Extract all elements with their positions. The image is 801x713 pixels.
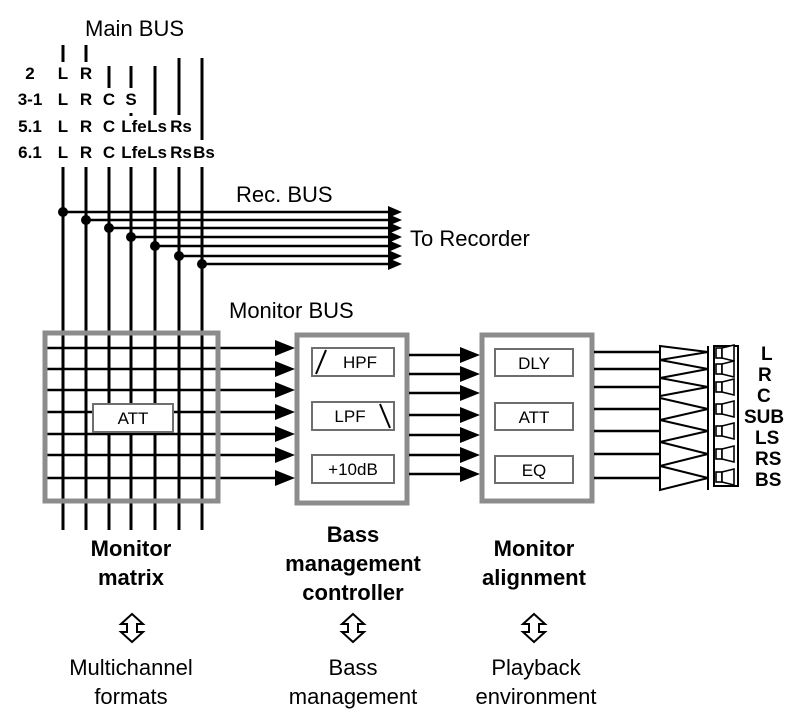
speaker-icon	[721, 343, 735, 363]
amplifier-edges	[659, 346, 709, 490]
alignment-att-label: ATT	[519, 408, 550, 427]
channel-label: Rs	[170, 117, 192, 136]
monitor-bus-title: Monitor BUS	[229, 298, 354, 323]
channel-label: L	[58, 64, 68, 83]
monitor-alignment-title-line1: Monitor	[494, 536, 575, 561]
speaker-icon	[721, 421, 735, 441]
dly-label: DLY	[518, 354, 550, 373]
channel-label: Ls	[147, 117, 167, 136]
lpf-label: LPF	[334, 407, 365, 426]
matrix-role-line1: Multichannel	[69, 655, 193, 680]
bass-role-line2: management	[289, 684, 417, 709]
output-label: LS	[755, 428, 779, 449]
speaker-icon	[721, 377, 735, 397]
monitor-matrix-title-line1: Monitor	[91, 536, 172, 561]
channel-label: Ls	[147, 143, 167, 162]
speaker-icon	[715, 425, 723, 437]
bass-input-arrows	[275, 340, 295, 486]
to-recorder-label: To Recorder	[410, 226, 530, 251]
speaker-icon	[715, 471, 723, 483]
channel-label: Lfe	[121, 117, 147, 136]
channel-label: R	[80, 143, 92, 162]
format-label: 3-1	[18, 90, 43, 109]
alignment-role-line2: environment	[475, 684, 596, 709]
output-label: R	[758, 365, 772, 386]
bass-role-line1: Bass	[329, 655, 378, 680]
output-label: L	[761, 344, 773, 365]
mid-lines	[409, 353, 460, 476]
output-labels: L R C SUB LS RS BS	[744, 344, 784, 491]
gain-box	[311, 454, 395, 484]
matrix-att-label: ATT	[118, 409, 149, 428]
channel-label: C	[103, 90, 115, 109]
channel-label: R	[80, 90, 92, 109]
gain-label: +10dB	[328, 460, 378, 479]
output-lines	[594, 350, 660, 480]
channel-label: R	[80, 117, 92, 136]
channel-label: R	[80, 64, 92, 83]
output-label: C	[757, 386, 771, 407]
main-bus-title: Main BUS	[85, 16, 184, 41]
channel-label: Lfe	[121, 143, 147, 162]
channel-label: C	[103, 117, 115, 136]
output-label: BS	[755, 470, 781, 491]
hpf-label: HPF	[343, 353, 377, 372]
speaker-icon	[715, 363, 723, 375]
bass-controller-title-line2: management	[285, 551, 421, 576]
format-label: 5.1	[18, 117, 42, 136]
monitor-matrix-title-line2: matrix	[98, 565, 165, 590]
alignment-input-arrows	[460, 347, 480, 482]
hpf-slope-icon	[315, 349, 327, 375]
speaker-icon	[721, 467, 735, 487]
speaker-icon	[715, 347, 723, 359]
format-rows: 2 3-1 5.1 6.1 L R L R C S L R C Lfe Ls R…	[18, 64, 215, 162]
channel-label: L	[58, 90, 68, 109]
matrix-role-line2: formats	[94, 684, 167, 709]
eq-box	[494, 455, 574, 484]
updown-arrow-icon	[520, 612, 548, 644]
output-label: SUB	[744, 407, 784, 428]
channel-label: L	[58, 117, 68, 136]
eq-label: EQ	[522, 461, 547, 480]
updown-arrow-icon	[118, 612, 146, 644]
channel-label: L	[58, 143, 68, 162]
lpf-slope-icon	[379, 403, 391, 429]
channel-label: S	[125, 90, 136, 109]
bass-controller-title-line1: Bass	[327, 522, 380, 547]
alignment-role-line1: Playback	[491, 655, 581, 680]
speaker-icon	[715, 403, 723, 415]
dly-box	[494, 348, 574, 377]
channel-label: Bs	[193, 143, 215, 162]
speaker-icon	[715, 381, 723, 393]
rec-bus-junctions	[58, 207, 207, 269]
output-label: RS	[755, 449, 781, 470]
matrix-att-box	[92, 403, 174, 433]
channel-label: C	[103, 143, 115, 162]
alignment-att-box	[494, 402, 574, 431]
amplifier-stack	[659, 344, 709, 492]
channel-label: Rs	[170, 143, 192, 162]
format-label: 6.1	[18, 143, 42, 162]
speaker-icon	[721, 359, 735, 379]
updown-arrow-icon	[339, 612, 367, 644]
rec-bus-lines	[63, 210, 390, 266]
speaker-icon	[721, 399, 735, 419]
rec-bus-title: Rec. BUS	[236, 182, 333, 207]
monitor-matrix-block	[42, 330, 221, 504]
monitor-alignment-title-line2: alignment	[482, 565, 587, 590]
hpf-box	[311, 347, 395, 377]
speaker-icon	[715, 448, 723, 460]
format-label: 2	[25, 64, 34, 83]
speaker-icons	[715, 343, 735, 487]
speaker-icon	[721, 444, 735, 464]
rec-bus-arrows	[388, 206, 402, 270]
matrix-lines	[45, 346, 275, 480]
bass-controller-title-line3: controller	[302, 580, 404, 605]
